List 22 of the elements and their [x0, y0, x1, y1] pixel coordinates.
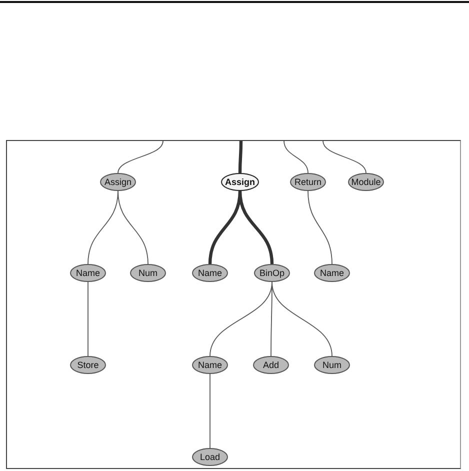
tree-edge [118, 190, 148, 264]
ellipse-node: Store [70, 356, 106, 374]
ellipse-node: BinOp [254, 264, 290, 282]
ellipse-node: Add [253, 356, 289, 374]
tree-edge [238, 190, 274, 264]
ellipse-node: Name [192, 264, 228, 282]
ellipse-node: Assign [221, 173, 259, 191]
tree-edge [284, 140, 308, 174]
ellipse-node: Num [130, 264, 166, 282]
ellipse-node: Load [192, 448, 228, 466]
tree-edge [238, 140, 243, 174]
tree-edge [308, 190, 332, 264]
tree-edge [272, 282, 332, 356]
ellipse-node: Num [314, 356, 350, 374]
ellipse-node: Name [192, 356, 228, 374]
ellipse-node: Return [290, 173, 326, 191]
ellipse-node: Assign [100, 173, 136, 191]
ellipse-node: Name [70, 264, 106, 282]
tree-edge [118, 140, 164, 174]
ellipse-node: Module [348, 173, 384, 191]
ellipse-node: Name [314, 264, 350, 282]
tree-edge [322, 140, 366, 174]
